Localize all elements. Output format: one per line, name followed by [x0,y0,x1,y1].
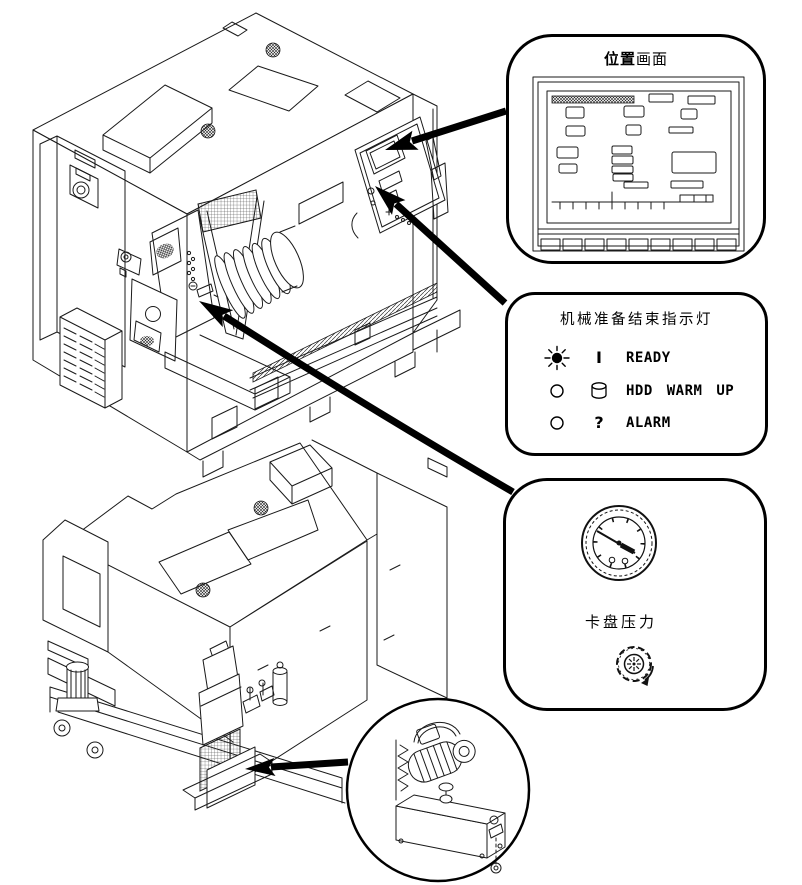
lamp-label-hdd-warm-up: HDD WARM UP [626,383,735,399]
ready-lamps-callout-box: 机械准备结束指示灯 I READY HDD WARM UP ? ALARM [505,292,768,456]
ready-lamps-title: 机械准备结束指示灯 [560,312,713,328]
callout-arrows [199,107,515,776]
lamp-on-icon [544,345,570,371]
position-screen-title-bold: 位置 [603,50,636,68]
position-screen-callout-box: 位置画面 [506,34,766,264]
lamp-label-ready: READY [626,350,671,366]
pendant-display [365,134,406,175]
spindle-drum [214,225,304,319]
lamp-row-hdd-warm-up: HDD WARM UP [544,378,734,404]
hydraulic-pump-icon [395,722,506,874]
position-screen-title: 位置画面 [509,48,763,69]
arrow-chuck-pressure [199,301,515,496]
top-machine-drawing [32,12,461,478]
bottom-machine-drawing [42,439,448,811]
question-mark-icon: ? [594,413,604,432]
chuck-pressure-label: 卡盘压力 [584,615,657,631]
position-screen-title-rest: 画面 [636,52,669,68]
hdd-cylinder-icon [582,381,616,401]
small-motor [55,661,100,712]
power-bar-icon: I [596,348,602,367]
hydraulic-pump-callout [345,697,531,883]
lamp-off-icon [550,416,564,430]
lamp-off-icon [550,384,564,398]
louver-vents [63,327,105,398]
headstock-buttons [186,250,198,291]
chuck-pressure-callout-box: 卡盘压力 [503,478,767,711]
adjust-knob-icon [616,646,654,686]
arrow-ready-lamp [375,186,508,306]
lamp-row-ready: I READY [544,345,671,371]
arrow-position-screen [385,107,508,150]
lamp-label-alarm: ALARM [626,415,671,431]
arrow-hydraulic-unit [245,758,349,776]
pressure-gauge-icon [581,505,657,581]
lamp-row-alarm: ? ALARM [544,410,671,436]
